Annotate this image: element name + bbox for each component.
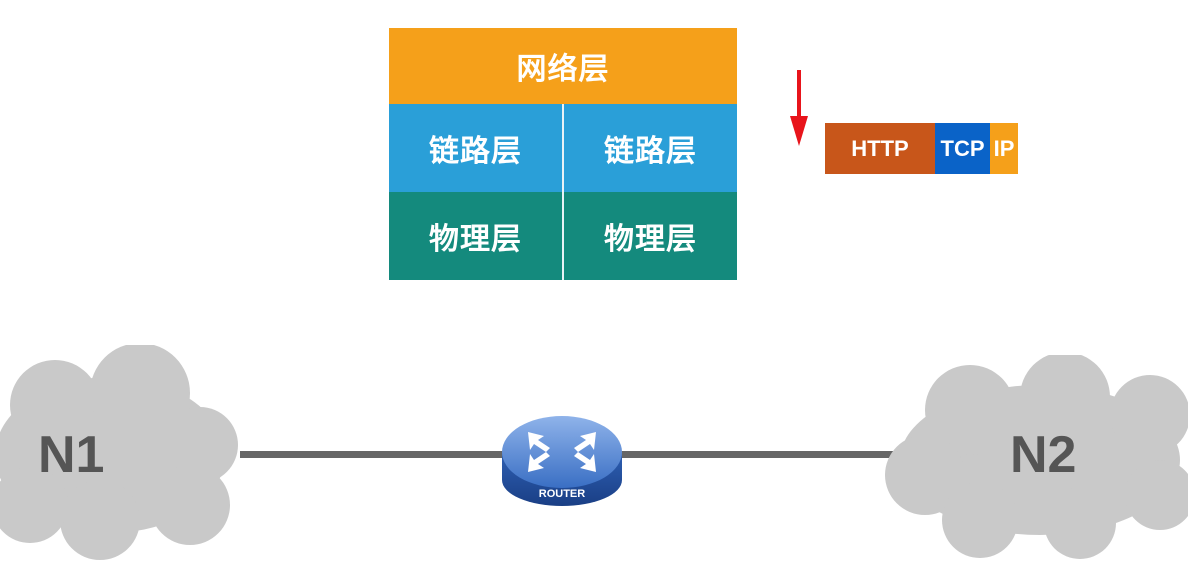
packet-http-segment: HTTP <box>825 123 935 174</box>
physical-layer-right: 物理层 <box>564 192 737 280</box>
link-layer-left: 链路层 <box>389 104 562 192</box>
router-icon <box>502 416 622 506</box>
cloud-n1-icon <box>0 345 238 560</box>
packet-tcp-segment: TCP <box>935 123 990 174</box>
link-line-right <box>620 451 896 458</box>
down-arrow-icon <box>790 70 808 146</box>
protocol-stack: 网络层 链路层 链路层 物理层 物理层 <box>389 28 737 280</box>
packet-ip-segment: IP <box>990 123 1018 174</box>
stack-divider <box>562 104 564 280</box>
cloud-n2-icon <box>885 355 1188 559</box>
link-layer-right: 链路层 <box>564 104 737 192</box>
physical-layer-left: 物理层 <box>389 192 562 280</box>
cloud-n2-label: N2 <box>1010 426 1077 484</box>
packet: HTTP TCP IP <box>825 123 1018 174</box>
link-line-left <box>240 451 506 458</box>
router-label: ROUTER <box>538 488 586 500</box>
cloud-n1-label: N1 <box>38 426 105 484</box>
network-layer: 网络层 <box>389 28 737 104</box>
